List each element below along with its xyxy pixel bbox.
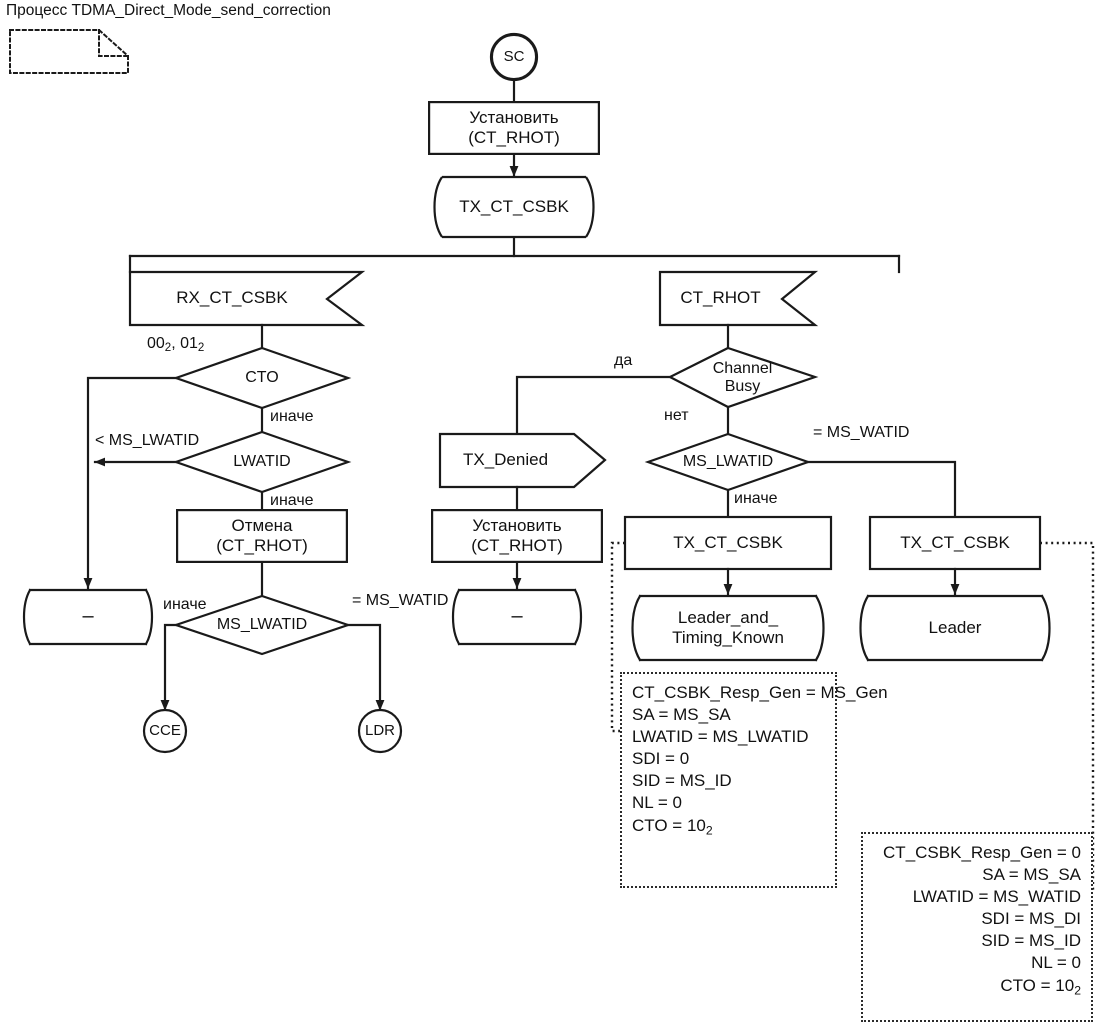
input-signal-rx-ct-csbk[interactable]: RX_CT_CSBK [130, 272, 362, 325]
output-signal-tx-denied[interactable]: TX_Denied [440, 434, 605, 487]
input-signal-ct-rhot[interactable]: CT_RHOT [660, 272, 815, 325]
start-node-sc[interactable]: SC [491, 34, 537, 80]
state-dash-left[interactable]: – [82, 605, 94, 628]
decision-lwatid-label: LWATID [233, 453, 291, 471]
edge-label-lwatid-else: иначе [270, 492, 314, 509]
task-ustanovit-mid-border [431, 509, 603, 563]
decision-ms-lwatid-right-label: MS_LWATID [682, 453, 774, 471]
terminator-cce[interactable]: CCE [149, 722, 181, 740]
input-signal-ct-rhot-label: CT_RHOT [680, 288, 761, 308]
edge-label-ms-lwatid-bottom-eq: = MS_WATID [352, 592, 449, 609]
note-left-line-4: SDI = 0 [632, 749, 690, 769]
decision-lwatid[interactable]: LWATID [176, 432, 348, 492]
decision-channel-busy[interactable]: Channel Busy [670, 348, 815, 407]
output-signal-tx-denied-label: TX_Denied [462, 450, 549, 470]
input-signal-rx-ct-csbk-label: RX_CT_CSBK [176, 288, 288, 308]
task-otmena-ct-rhot[interactable]: Отмена (CT_RHOT) [176, 509, 348, 563]
task-mid-line-2: (CT_RHOT) [471, 536, 563, 555]
task-tx-ct-csbk-mid[interactable]: TX_CT_CSBK [673, 532, 783, 552]
edge-label-busy-yes: да [614, 352, 633, 369]
decision-cto-label: CTO [245, 369, 279, 387]
edge-label-ms-lwatid-bottom-else: иначе [163, 596, 207, 613]
edge-label-ms-lwatid-right-eq: = MS_WATID [813, 424, 910, 441]
note-left-line-3: LWATID = MS_LWATID [632, 727, 809, 747]
task-otmena-border [176, 509, 348, 563]
note-right-line-2: SA = MS_SA [982, 865, 1081, 885]
state-leader-timing-line-1: Leader_and_ [677, 607, 779, 627]
edge-label-ms-lwatid-right-else: иначе [734, 490, 778, 507]
decision-channel-busy-line-2: Busy [724, 377, 761, 395]
decision-ms-lwatid-bottom-label: MS_LWATID [216, 616, 308, 634]
task-mid-line-1: Установить [472, 515, 562, 535]
note-right-line-4: SDI = MS_DI [981, 909, 1081, 929]
task-line-1: Установить [469, 107, 559, 127]
note-right-line-1: CT_CSBK_Resp_Gen = 0 [883, 843, 1081, 862]
task-ustanovit-ct-rhot-border [428, 101, 600, 155]
decision-channel-busy-label: Channel Busy [670, 348, 815, 407]
note-left-line-6: NL = 0 [632, 793, 682, 813]
state-leader[interactable]: Leader [928, 617, 982, 637]
note-right-line-6: NL = 0 [1031, 953, 1081, 973]
task-line-2: (CT_RHOT) [468, 128, 560, 147]
task-ustanovit-ct-rhot-mid[interactable]: Установить (CT_RHOT) [431, 509, 603, 563]
task-otmena-line-1: Отмена [231, 515, 293, 535]
state-tx-ct-csbk-top-border [433, 175, 595, 239]
terminator-ldr[interactable]: LDR [364, 722, 395, 740]
edge-label-busy-no: нет [664, 407, 689, 424]
state-leader-timing-line-2: Timing_Known [672, 628, 784, 647]
note-left-line-7: CTO = 102 [632, 815, 713, 837]
note-left-line-5: SID = MS_ID [632, 771, 732, 791]
decision-cto[interactable]: CTO [176, 348, 348, 408]
decision-ms-lwatid-bottom[interactable]: MS_LWATID [176, 596, 348, 654]
note-right-line-3: LWATID = MS_WATID [912, 887, 1081, 907]
note-left-line-2: SA = MS_SA [632, 705, 731, 725]
page-title: Процесс TDMA_Direct_Mode_send_correction [6, 2, 331, 19]
state-tx-ct-csbk-top[interactable]: TX_CT_CSBK [459, 196, 569, 216]
edge-label-cto-true: 002, 012 [147, 335, 205, 355]
note-left-line-1: CT_CSBK_Resp_Gen = MS_Gen [632, 683, 888, 702]
note-right-line-7: CTO = 102 [1000, 975, 1081, 997]
edge-label-cto-else: иначе [270, 408, 314, 425]
decision-channel-busy-line-1: Channel [712, 359, 773, 377]
state-dash-mid[interactable]: – [511, 605, 523, 628]
task-otmena-line-2: (CT_RHOT) [216, 536, 308, 555]
task-tx-ct-csbk-right[interactable]: TX_CT_CSBK [900, 532, 1010, 552]
decision-ms-lwatid-right[interactable]: MS_LWATID [648, 434, 808, 490]
state-leader-and-timing-known[interactable]: Leader_and_ Timing_Known [640, 596, 816, 660]
edge-label-lwatid-lt: < MS_LWATID [95, 432, 200, 449]
note-right-line-5: SID = MS_ID [981, 931, 1081, 951]
task-ustanovit-ct-rhot[interactable]: Установить (CT_RHOT) [428, 101, 600, 155]
